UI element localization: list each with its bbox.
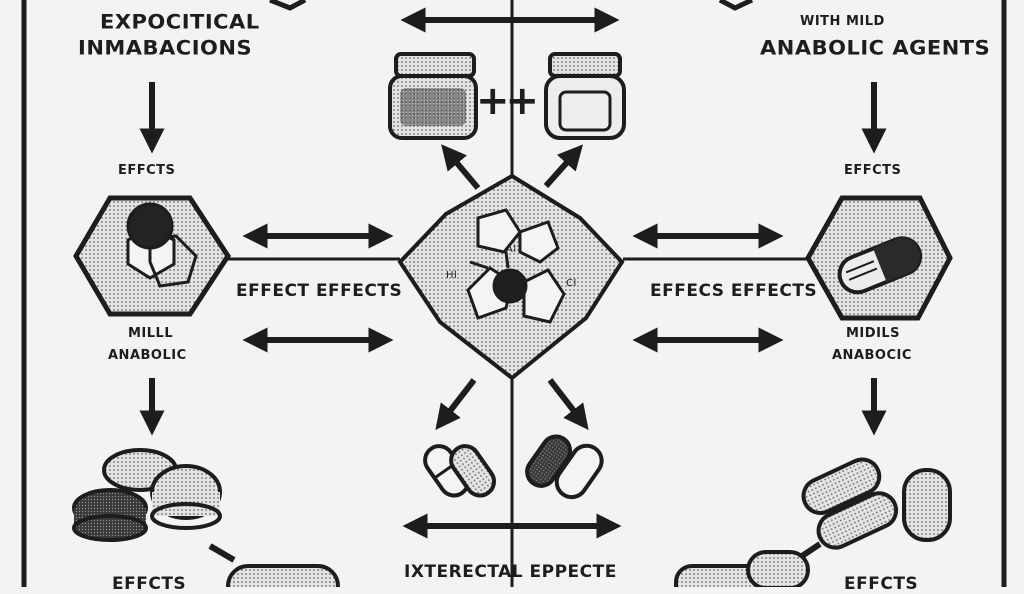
top-right-title-line1: WITH MILD: [800, 14, 885, 29]
bottom-left-label: EFFCTS: [112, 574, 187, 594]
molecule-label-left: Hl: [446, 270, 458, 281]
jar-right-icon: [544, 52, 626, 140]
top-left-hex-corner: [269, 0, 307, 11]
molecule-structure-icon: [466, 208, 566, 324]
arrow-to-right-jar: [543, 144, 584, 188]
left-mild-line2: ANABOLIC: [108, 348, 187, 363]
right-mild-line1: MIDILS: [846, 326, 901, 341]
left-effects-label: EFFCTS: [118, 163, 176, 178]
arrow-to-left-jar: [441, 144, 481, 190]
top-right-title-line2: ANABOLIC AGENTS: [760, 36, 991, 60]
capsule-in-hexagon-icon: [837, 236, 923, 295]
molecule-label-right: Cl: [566, 278, 577, 289]
arrow-down-right-to-capsule: [547, 378, 589, 430]
benzene-ring-icon: [126, 202, 198, 288]
top-left-title-line2: INMABACIONS: [78, 36, 253, 60]
tablets-bottom-left-icon: [72, 448, 340, 587]
right-mild-line2: ANABOCIC: [832, 348, 912, 363]
center-left-caption: EFFECT EFFECTS: [236, 281, 403, 301]
molecule-label-top: Al: [506, 244, 517, 255]
capsules-bottom-right-icon: [674, 457, 952, 587]
bottom-center-label: IXTERECTAL EPPECTE: [404, 562, 617, 582]
top-right-hex-corner: [718, 0, 754, 11]
capsule-right-pair-icon: [525, 434, 604, 500]
arrow-down-left-to-capsule: [435, 378, 477, 430]
right-effects-label: EFFCTS: [844, 163, 902, 178]
plus-sign: ++: [476, 78, 539, 124]
top-left-title-line1: EXPOCITICAL: [100, 10, 260, 34]
jar-left-icon: [388, 52, 478, 140]
outer-frame: [21, 0, 1007, 587]
center-right-caption: EFFECS EFFECTS: [650, 281, 818, 301]
left-mild-line1: MILLL: [128, 326, 174, 341]
capsule-left-pair-icon: [423, 444, 497, 498]
bottom-right-label: EFFCTS: [844, 574, 919, 594]
